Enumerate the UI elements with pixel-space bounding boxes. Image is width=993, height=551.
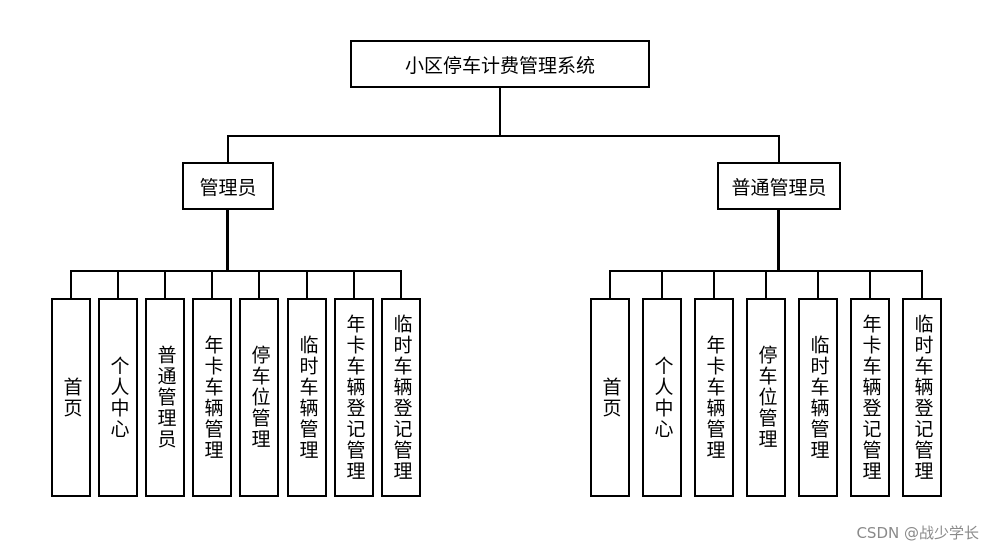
role-node-normal-admin: 普通管理员 [717,162,841,210]
connector-role2-up [778,135,780,162]
module-node: 临时车辆管理 [287,298,327,497]
role-node-label: 普通管理员 [731,176,827,199]
connector-drop [765,270,767,299]
connector-drop [921,270,923,299]
module-node: 首页 [51,298,91,497]
connector-drop [400,270,402,299]
connector-drop [661,270,663,299]
connector-drop [869,270,871,299]
module-node-label: 临时车辆登记管理 [390,313,413,482]
role-node-admin: 管理员 [182,162,274,210]
module-node-label: 临时车辆管理 [807,334,830,461]
module-node-label: 停车位管理 [755,345,778,450]
connector-drop [70,270,72,299]
module-node: 临时车辆登记管理 [381,298,421,497]
connector-role1-modules-bar [70,270,402,272]
module-node-label: 临时车辆登记管理 [911,313,934,482]
connector-root-down [499,88,501,136]
module-node: 个人中心 [642,298,682,497]
module-node-label: 首页 [60,376,83,419]
module-node-label: 年卡车辆登记管理 [343,313,366,482]
role-node-label: 管理员 [199,176,257,199]
module-node-label: 年卡车辆管理 [201,334,224,461]
module-node: 年卡车辆登记管理 [334,298,374,497]
module-node: 年卡车辆管理 [694,298,734,497]
connector-drop [817,270,819,299]
module-node: 临时车辆管理 [798,298,838,497]
module-node-label: 普通管理员 [154,345,177,450]
root-node-label: 小区停车计费管理系统 [404,54,595,77]
connector-drop [353,270,355,299]
module-node: 年卡车辆管理 [192,298,232,497]
connector-drop [164,270,166,299]
connector-role2-down [777,210,780,271]
connector-drop [258,270,260,299]
module-node-label: 年卡车辆登记管理 [859,313,882,482]
module-node: 普通管理员 [145,298,185,497]
connector-drop [306,270,308,299]
module-node: 临时车辆登记管理 [902,298,942,497]
module-node: 年卡车辆登记管理 [850,298,890,497]
module-node-label: 首页 [599,376,622,419]
module-node: 首页 [590,298,630,497]
connector-drop [609,270,611,299]
module-node-label: 个人中心 [107,355,130,440]
module-node-label: 个人中心 [651,355,674,440]
connector-drop [117,270,119,299]
module-node-label: 停车位管理 [248,345,271,450]
module-node-label: 临时车辆管理 [296,334,319,461]
connector-roles-bar [227,135,780,137]
watermark-text: CSDN @战少学长 [856,524,979,542]
connector-drop [211,270,213,299]
module-node-label: 年卡车辆管理 [703,334,726,461]
module-node: 停车位管理 [239,298,279,497]
connector-drop [713,270,715,299]
module-node: 个人中心 [98,298,138,497]
module-node: 停车位管理 [746,298,786,497]
connector-role1-up [227,135,229,162]
connector-role1-down [226,210,229,271]
root-node: 小区停车计费管理系统 [350,40,650,88]
